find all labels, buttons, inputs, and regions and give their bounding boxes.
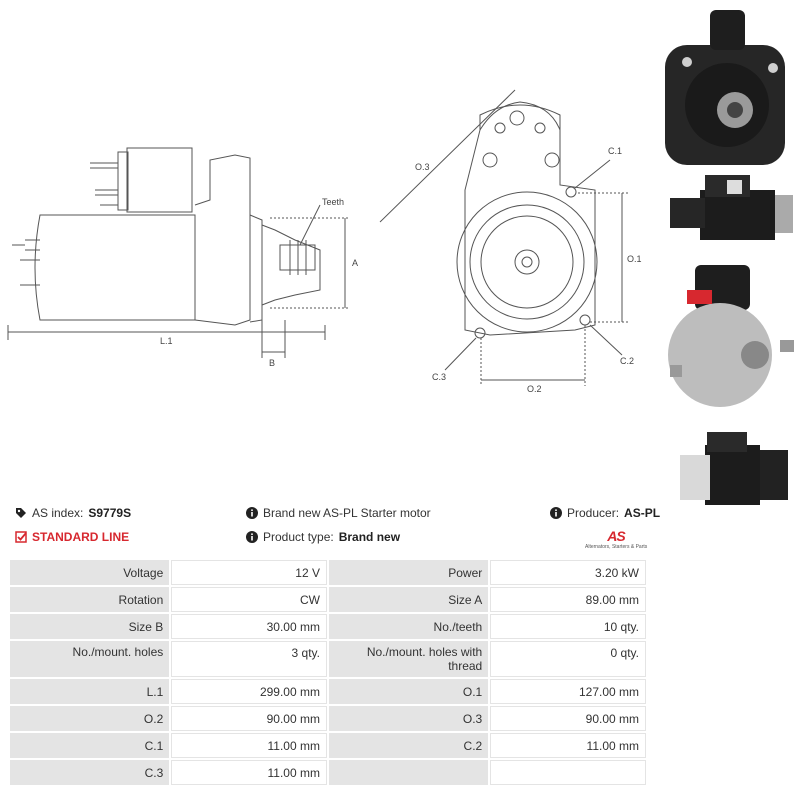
description: Brand new AS-PL Starter motor [246, 506, 431, 520]
photo-side-view [670, 175, 793, 240]
label-o1: O.1 [627, 254, 642, 264]
spec-value: 90.00 mm [171, 706, 327, 731]
as-pl-logo: AS Alternators, Starters & Parts [585, 528, 647, 552]
logo-tagline: Alternators, Starters & Parts [585, 544, 648, 550]
checkbox-checked-icon [15, 531, 27, 543]
spec-label: Voltage [10, 560, 170, 585]
drive-housing-outline [194, 154, 251, 326]
spec-value: 11.00 mm [171, 733, 327, 758]
spec-label: O.3 [328, 706, 489, 731]
spec-label: C.1 [10, 733, 170, 758]
solenoid-outline [126, 147, 193, 213]
spec-label [328, 760, 489, 785]
spec-value [490, 760, 646, 785]
label-c3: C.3 [432, 372, 446, 382]
logo-mark: AS [607, 528, 625, 544]
motor-body-outline [34, 214, 196, 321]
spec-label: O.2 [10, 706, 170, 731]
spec-label: C.3 [10, 760, 170, 785]
hole-c2 [579, 314, 591, 326]
spec-value: 3.20 kW [490, 560, 646, 585]
spec-value: 30.00 mm [171, 614, 327, 639]
product-type: Product type: Brand new [246, 530, 400, 544]
info-icon [550, 507, 562, 519]
label-o2: O.2 [527, 384, 542, 394]
producer-label: Producer: [567, 506, 620, 520]
label-teeth: Teeth [322, 197, 344, 207]
product-info: AS index: S9779S Brand new AS-PL Starter… [0, 500, 660, 555]
product-line-text: STANDARD LINE [32, 530, 130, 544]
mounting-flange-outline [464, 104, 596, 336]
spec-label: No./teeth [328, 614, 489, 639]
label-c1: C.1 [608, 146, 622, 156]
spec-value: 127.00 mm [490, 679, 646, 704]
product-line: STANDARD LINE [15, 530, 129, 544]
info-icon [246, 507, 258, 519]
spec-value: 299.00 mm [171, 679, 327, 704]
producer-value: AS-PL [624, 506, 661, 520]
spec-label: Power [328, 560, 489, 585]
as-index: AS index: S9779S [15, 506, 131, 520]
spec-label: C.2 [328, 733, 489, 758]
spec-label: Size A [328, 587, 489, 612]
spec-label: No./mount. holes with thread [328, 641, 489, 677]
photo-top-view [680, 432, 788, 505]
photo-rear-view [668, 265, 794, 407]
spec-value: 90.00 mm [490, 706, 646, 731]
hole-c1 [565, 186, 577, 198]
spec-value: 3 qty. [171, 641, 327, 677]
spec-value: 11.00 mm [490, 733, 646, 758]
label-c2: C.2 [620, 356, 634, 366]
photo-front-view [665, 10, 785, 165]
as-index-value: S9779S [88, 506, 132, 520]
hole-c3 [474, 327, 486, 339]
product-type-value: Brand new [338, 530, 401, 544]
producer: Producer: AS-PL [550, 506, 660, 520]
spec-value: CW [171, 587, 327, 612]
as-index-label: AS index: [32, 506, 84, 520]
spec-label: Size B [10, 614, 170, 639]
tag-icon [16, 508, 26, 518]
label-a: A [352, 258, 358, 268]
product-type-label: Product type: [263, 530, 334, 544]
spec-label: O.1 [328, 679, 489, 704]
spec-value: 10 qty. [490, 614, 646, 639]
label-l1: L.1 [160, 336, 173, 346]
spec-label: Rotation [10, 587, 170, 612]
spec-value: 89.00 mm [490, 587, 646, 612]
technical-drawing: Teeth A L.1 B O.3 C.1 O.1 C.3 O.2 C.2 [7, 89, 642, 394]
label-o3: O.3 [415, 162, 430, 172]
product-photos [665, 10, 794, 505]
spec-label: L.1 [10, 679, 170, 704]
description-text: Brand new AS-PL Starter motor [263, 506, 431, 520]
spec-value: 0 qty. [490, 641, 646, 677]
spec-value: 11.00 mm [171, 760, 327, 785]
spec-label: No./mount. holes [10, 641, 170, 677]
label-b: B [269, 358, 275, 368]
info-icon [246, 531, 258, 543]
spec-value: 12 V [171, 560, 327, 585]
